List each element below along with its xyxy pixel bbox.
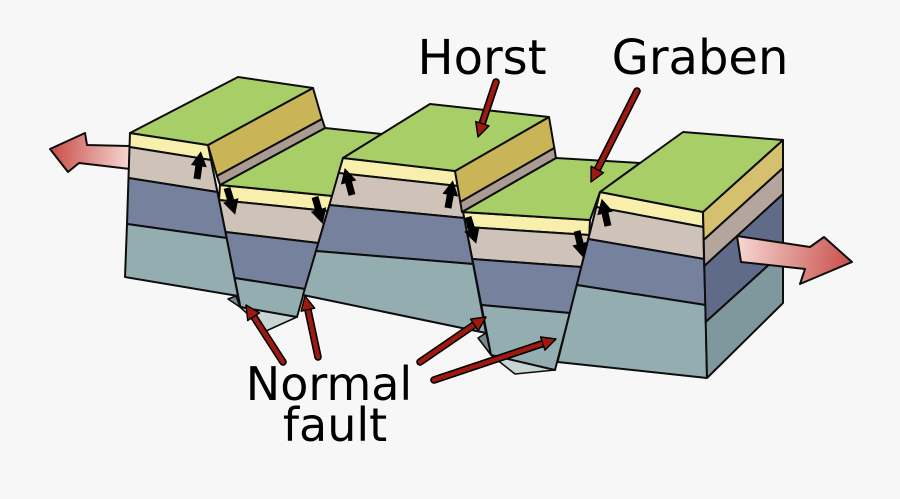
normal-fault-pointer-arrow-icon [245,304,287,366]
normal-fault-label-line2: fault [282,398,388,452]
slip-arrow-down-icon [310,196,327,224]
right-horst-block [556,131,784,379]
fault-underside-dark-left [227,295,241,308]
slip-arrows [190,151,613,259]
normal-fault-label-line1: Normal [245,357,413,411]
slip-arrow-up-icon [442,180,459,209]
extension-arrow-right-icon [736,235,853,285]
graben-label: Graben [611,30,789,86]
right-horst-side-teal-layer [704,251,784,379]
slip-arrow-down-icon [464,215,480,244]
normal-fault-pointer-arrow-icon [300,295,322,361]
slip-arrow-down-icon [223,186,239,215]
horst-label: Horst [417,30,547,86]
graben1-front-teal-layer [233,277,306,318]
normal-fault-pointer-arrow-icon [430,336,557,384]
slip-arrow-up-icon [597,198,613,227]
horst-pointer-arrow-icon [475,78,500,138]
left-horst-block [124,76,326,297]
graben-block-1 [218,127,383,318]
slip-arrow-down-icon [572,230,588,259]
center-horst-fault-scarp-tan [459,147,557,213]
center-horst-block [302,103,557,334]
center-horst-top-surface [342,103,550,172]
extension-arrow-left-icon [49,132,131,173]
slip-arrow-up-icon [340,167,357,196]
left-horst-front-teal-layer [124,223,239,297]
right-horst-top-surface [599,131,784,213]
graben-pointer-arrow-icon [590,87,641,183]
center-horst-front-teal-layer [302,250,487,334]
normal-fault-pointer-arrow-icon [416,316,487,366]
left-horst-fault-scarp-tan [216,118,326,186]
left-horst-top-surface [129,76,314,146]
slip-arrow-up-icon [190,151,207,180]
pointer-arrows [245,78,641,384]
